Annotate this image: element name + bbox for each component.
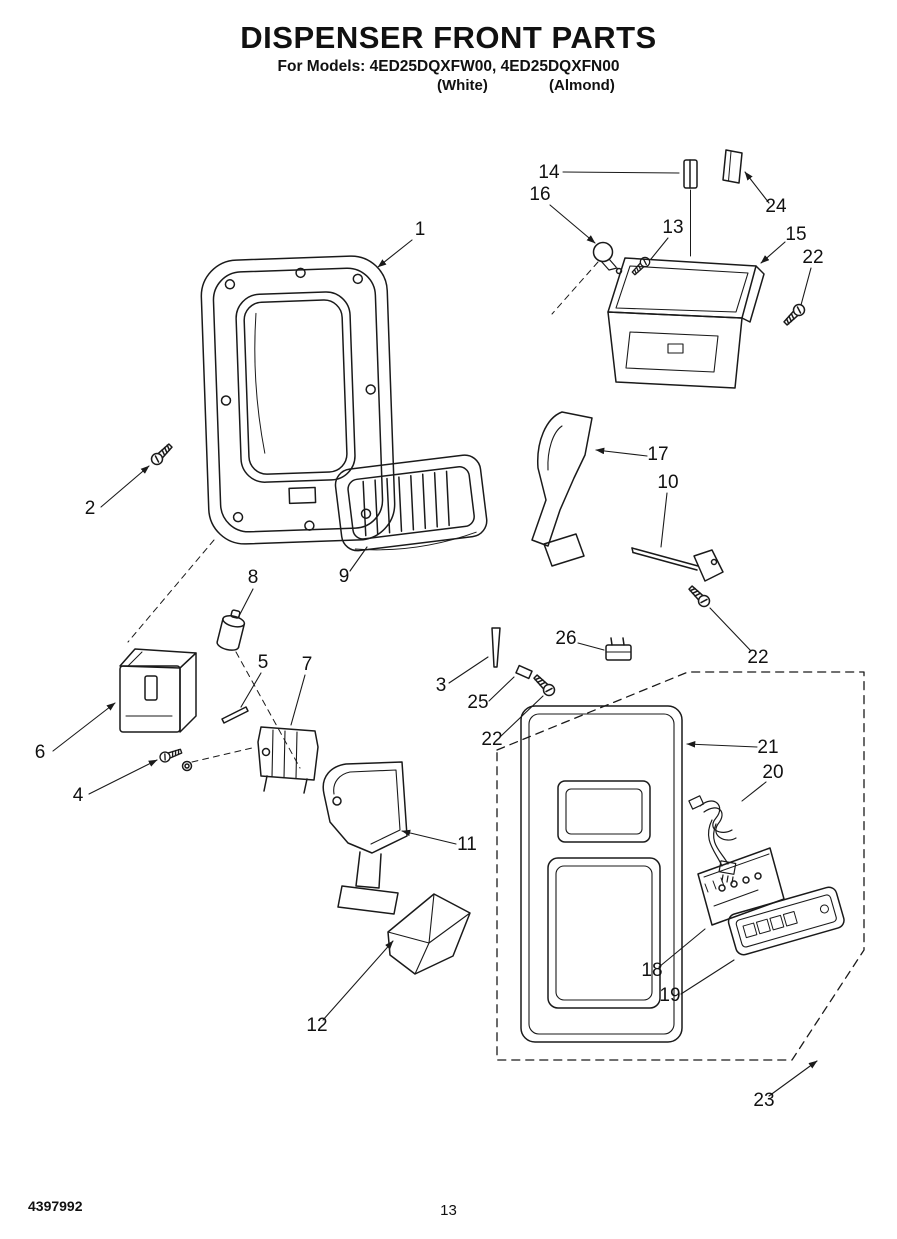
part-3-pin	[491, 627, 501, 668]
part-22-screw-b	[685, 582, 713, 610]
part-17-lever	[531, 411, 593, 567]
part-6-bracket	[119, 648, 197, 733]
leader-lines-arrowed	[52, 171, 818, 1097]
callout-11: 11	[457, 834, 477, 855]
callout-4: 4	[73, 785, 84, 806]
callout-3: 3	[436, 675, 447, 696]
part-11-paddle	[322, 761, 408, 915]
callout-20: 20	[762, 762, 783, 783]
part-22-screw-a	[780, 301, 808, 329]
callout-17: 17	[647, 444, 668, 465]
part-5-pin	[221, 706, 249, 724]
part-16-bulb	[592, 241, 623, 275]
part-4-screw-washer	[157, 745, 193, 772]
color-variants: (White) (Almond)	[0, 77, 897, 97]
callout-22a: 22	[802, 247, 823, 268]
part-26-switch	[605, 637, 632, 661]
callout-19: 19	[659, 985, 680, 1006]
part-2-screw	[148, 440, 176, 468]
callout-25: 25	[467, 692, 488, 713]
part-21-panel	[520, 705, 683, 1043]
callout-23: 23	[753, 1090, 774, 1111]
callout-6: 6	[35, 742, 46, 763]
callout-10: 10	[657, 472, 678, 493]
callout-5: 5	[258, 652, 269, 673]
page-title: DISPENSER FRONT PARTS	[240, 20, 657, 55]
color-white-label: (White)	[437, 76, 488, 94]
leader-lines	[237, 171, 812, 995]
callout-16: 16	[529, 184, 550, 205]
callout-26: 26	[555, 628, 576, 649]
part-12-funnel	[387, 893, 471, 975]
callout-9: 9	[339, 566, 350, 587]
part-20-harness	[688, 795, 737, 884]
part-24-plate	[722, 149, 743, 184]
callout-14: 14	[538, 162, 560, 183]
callout-15: 15	[785, 224, 806, 245]
part-8-roller	[216, 609, 246, 651]
part-18-board	[697, 847, 785, 926]
part-7-bracket	[257, 726, 319, 794]
callout-22c: 22	[481, 729, 502, 750]
part-23-boundary	[496, 671, 865, 1061]
models-line: For Models: 4ED25DQXFW00, 4ED25DQXFN00	[277, 57, 620, 75]
callout-7: 7	[302, 654, 313, 675]
callout-2: 2	[85, 498, 96, 519]
callout-24: 24	[765, 196, 787, 217]
callout-1: 1	[415, 219, 426, 240]
callout-8: 8	[248, 567, 259, 588]
part-14-clip	[683, 159, 698, 257]
callout-18: 18	[641, 960, 662, 981]
part-10-rod	[631, 547, 724, 582]
callout-12: 12	[306, 1015, 327, 1036]
color-almond-label: (Almond)	[549, 76, 615, 94]
assembly-axis-lines	[127, 261, 599, 769]
callout-21: 21	[757, 737, 778, 758]
part-25-clip	[515, 664, 533, 680]
callout-labels: 1 2 3 4 5 6 7 8 9 10 11 12 13 14 15 16 1…	[35, 162, 824, 1111]
diagram-header: DISPENSER FRONT PARTS For Models: 4ED25D…	[0, 20, 897, 97]
callout-22b: 22	[747, 647, 768, 668]
page-number: 13	[440, 1202, 457, 1219]
part-15-housing	[607, 257, 765, 389]
document-number: 4397992	[28, 1198, 83, 1214]
part-1-dispenser-frame	[200, 255, 396, 545]
part-9-grille	[334, 454, 488, 552]
callout-13: 13	[662, 217, 683, 238]
part-22-screw-c	[530, 671, 558, 699]
part-19-overlay	[727, 886, 845, 956]
